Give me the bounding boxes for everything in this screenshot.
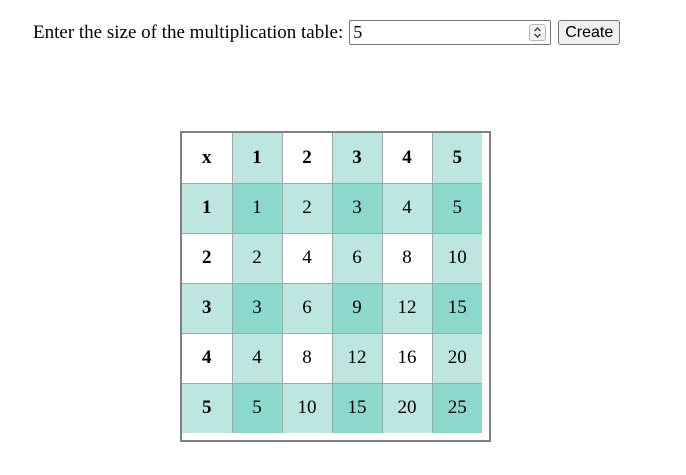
product-cell: 3 (231, 282, 283, 334)
product-cell: 2 (281, 182, 333, 234)
column-header-cell: 5 (431, 133, 482, 184)
product-cell: 25 (431, 382, 482, 433)
product-cell: 2 (231, 232, 283, 284)
size-number-field[interactable] (349, 20, 552, 45)
table-size-form: Enter the size of the multiplication tab… (33, 19, 621, 46)
product-cell: 4 (281, 232, 333, 284)
product-cell: 20 (431, 332, 482, 384)
column-header-cell: 3 (331, 133, 383, 184)
product-cell: 1 (231, 182, 283, 234)
row-header-cell: 2 (182, 232, 233, 284)
product-cell: 5 (431, 182, 482, 234)
product-cell: 16 (381, 332, 433, 384)
column-header-cell: 1 (231, 133, 283, 184)
row-header-cell: 5 (182, 382, 233, 433)
size-input[interactable] (350, 21, 524, 44)
column-header-cell: 4 (381, 133, 433, 184)
product-cell: 6 (281, 282, 333, 334)
row-header-cell: 3 (182, 282, 233, 334)
product-cell: 10 (281, 382, 333, 433)
product-cell: 8 (281, 332, 333, 384)
product-cell: 6 (331, 232, 383, 284)
product-cell: 4 (231, 332, 283, 384)
product-cell: 15 (431, 282, 482, 334)
row-header-cell: 1 (182, 182, 233, 234)
column-header-cell: 2 (281, 133, 333, 184)
product-cell: 12 (381, 282, 433, 334)
product-cell: 4 (381, 182, 433, 234)
product-cell: 3 (331, 182, 383, 234)
product-cell: 15 (331, 382, 383, 433)
create-button[interactable]: Create (558, 20, 621, 45)
size-prompt-label: Enter the size of the multiplication tab… (33, 22, 344, 43)
product-cell: 20 (381, 382, 433, 433)
row-header-cell: 4 (182, 332, 233, 384)
corner-cell: x (182, 133, 233, 184)
product-cell: 5 (231, 382, 283, 433)
product-cell: 9 (331, 282, 383, 334)
product-cell: 10 (431, 232, 482, 284)
product-cell: 8 (381, 232, 433, 284)
product-cell: 12 (331, 332, 383, 384)
spinner-arrows-icon[interactable] (529, 24, 547, 41)
